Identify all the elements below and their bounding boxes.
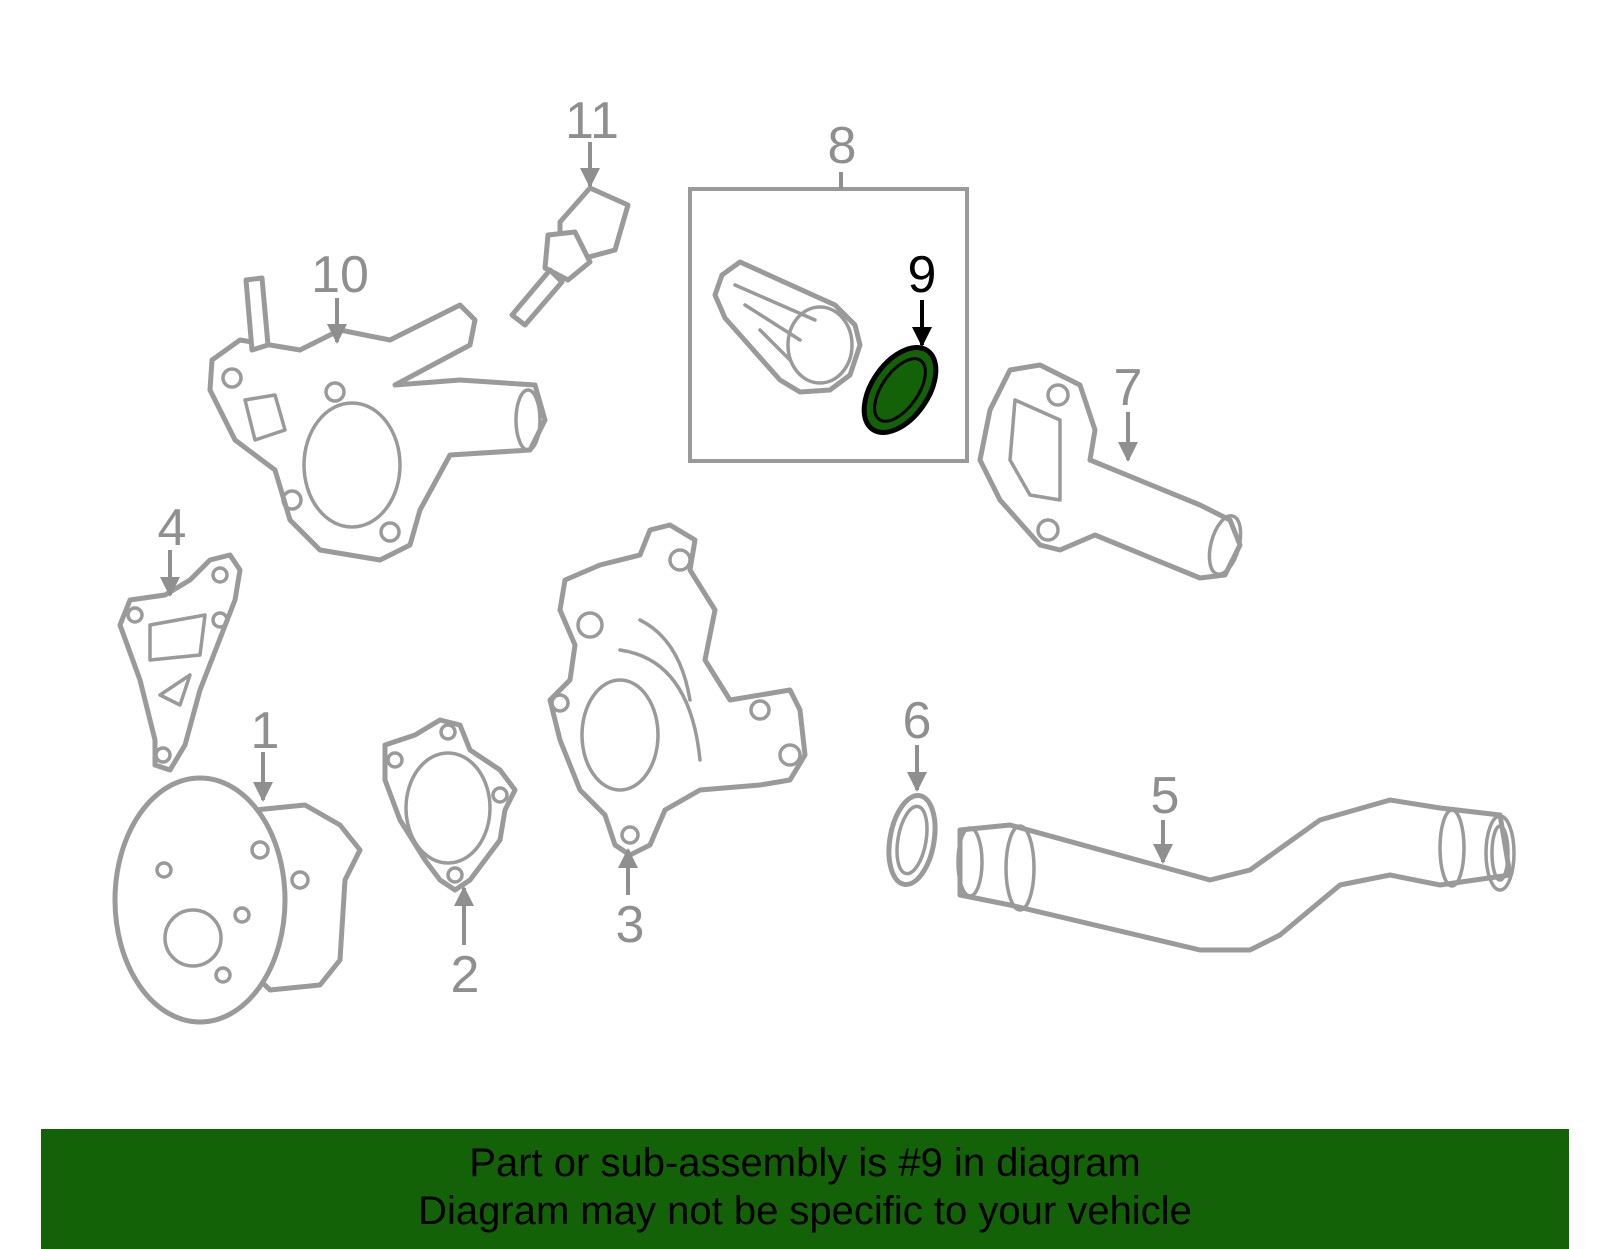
callout-5[interactable]: 5	[1151, 767, 1180, 825]
callout-6[interactable]: 6	[903, 692, 932, 750]
callout-4[interactable]: 4	[158, 499, 187, 557]
callout-7[interactable]: 7	[1114, 359, 1143, 417]
part-5-water-pipe	[956, 797, 1516, 953]
callout-9[interactable]: 9	[908, 246, 937, 304]
info-banner: Part or sub-assembly is #9 in diagram Di…	[41, 1129, 1569, 1249]
part-4-gasket	[117, 552, 243, 773]
callout-2[interactable]: 2	[451, 946, 480, 1004]
callout-8[interactable]: 8	[828, 117, 857, 175]
part-10-housing	[207, 275, 548, 563]
part-2-gasket	[382, 717, 518, 893]
callout-labels: 1 2 3 4 5 6 7 8 9 10 11	[158, 92, 1180, 1004]
leader-lines	[160, 142, 1173, 945]
callout-3[interactable]: 3	[616, 896, 645, 954]
part-6-o-ring	[886, 793, 938, 887]
part-9-gasket	[861, 345, 939, 435]
part-1-water-pump	[112, 775, 363, 1025]
part-3-pump-body	[547, 522, 808, 858]
part-11-sensor	[509, 185, 631, 328]
part-8-thermostat-assembly	[688, 187, 969, 463]
banner-line-1: Part or sub-assembly is #9 in diagram	[469, 1141, 1141, 1185]
callout-10[interactable]: 10	[311, 246, 369, 304]
callout-1[interactable]: 1	[251, 702, 280, 760]
callout-11[interactable]: 11	[565, 92, 619, 150]
part-7-inlet	[977, 362, 1243, 581]
banner-line-2: Diagram may not be specific to your vehi…	[418, 1189, 1192, 1233]
